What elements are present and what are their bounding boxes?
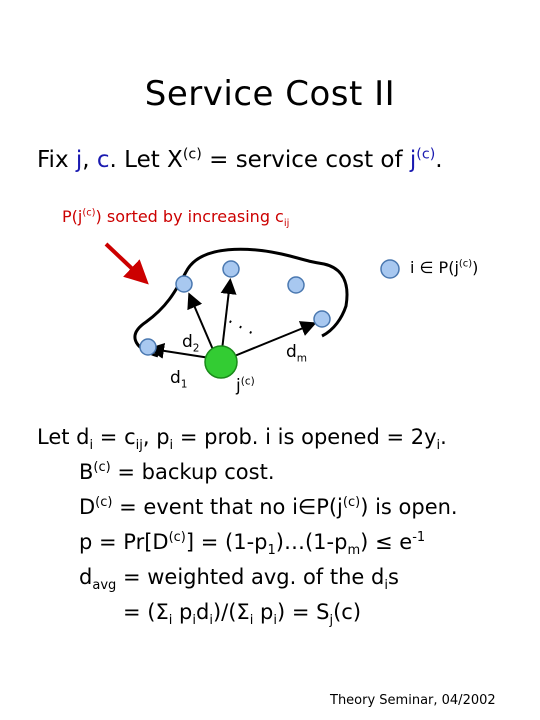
- label-d1: d1: [170, 368, 188, 391]
- t: = prob. i is opened = 2y: [173, 425, 437, 449]
- fix-text: Fix: [37, 147, 76, 173]
- d1-sub: 1: [180, 378, 188, 391]
- body-line-1: Let di = cij, pi = prob. i is opened = 2…: [37, 420, 458, 455]
- facility-node: [287, 276, 305, 294]
- t: )/(Σ: [212, 600, 250, 624]
- d2-text: d: [182, 332, 193, 352]
- t: (c): [95, 495, 113, 510]
- body-line-3: D(c) = event that no i∈P(j(c)) is open.: [37, 490, 458, 525]
- t: Let d: [37, 425, 90, 449]
- t: ) ≤ e: [360, 530, 413, 554]
- dm-text: d: [286, 342, 297, 362]
- t: i: [89, 438, 94, 454]
- t: ij: [135, 438, 143, 454]
- t: 1: [267, 543, 276, 559]
- comma: ,: [82, 147, 97, 173]
- facility-node: [139, 338, 157, 356]
- t: p: [253, 600, 274, 624]
- let-x: . Let X: [109, 147, 183, 173]
- t: ) = S: [276, 600, 330, 624]
- t: i: [192, 613, 196, 629]
- sorted-annotation: P(j(c)) sorted by increasing cij: [62, 207, 290, 230]
- set-boundary: [133, 247, 349, 358]
- client-node: [204, 345, 238, 379]
- t: i: [249, 613, 254, 629]
- label-d2: d2: [182, 332, 200, 355]
- d1-text: d: [170, 368, 181, 388]
- t: d: [79, 565, 93, 589]
- body-line-4: p = Pr[D(c)] = (1-p1)…(1-pm) ≤ e-1: [37, 525, 458, 560]
- t: = event that no i∈P(j: [112, 495, 343, 519]
- t: )…(1-p: [275, 530, 348, 554]
- sorted-pre: P(j: [62, 207, 83, 226]
- fix-line: Fix j, c. Let X(c) = service cost of j(c…: [37, 143, 443, 177]
- footer: Theory Seminar, 04/2002: [330, 693, 496, 708]
- legend-label: i ∈ P(j(c)): [410, 258, 478, 277]
- sup-c: (c): [182, 146, 202, 163]
- t: m: [347, 543, 361, 559]
- arrow-mid: [220, 278, 237, 351]
- label-jc: j(c): [236, 376, 255, 396]
- t: p = Pr[D: [79, 530, 169, 554]
- t: ] = (1-p: [185, 530, 268, 554]
- period: .: [435, 147, 443, 173]
- t: j: [329, 613, 334, 629]
- t: (c): [342, 495, 361, 510]
- legend-sup: (c): [458, 258, 473, 270]
- t: = c: [93, 425, 136, 449]
- t: (c): [93, 460, 111, 475]
- var-c: c: [96, 147, 110, 173]
- t: B: [79, 460, 94, 484]
- t: avg: [92, 578, 117, 594]
- t: = weighted avg. of the d: [116, 565, 385, 589]
- facility-node: [175, 275, 193, 293]
- body-line-6: = (Σi pidi)/(Σi pi) = Sj(c): [37, 595, 458, 630]
- t: (c): [333, 600, 362, 624]
- facility-node: [313, 310, 331, 328]
- jc-text: j: [236, 376, 241, 396]
- arrow-dm: [231, 321, 317, 358]
- t: i: [436, 438, 441, 454]
- legend-node: [380, 259, 400, 279]
- t: i: [209, 613, 213, 629]
- t: = backup cost.: [110, 460, 275, 484]
- t: i: [169, 438, 174, 454]
- sup-c2: (c): [416, 146, 436, 163]
- t: .: [440, 425, 447, 449]
- t: i: [384, 578, 388, 594]
- var-j: j: [75, 147, 83, 173]
- slide-title: Service Cost II: [144, 74, 396, 114]
- t: D: [79, 495, 96, 519]
- t: p: [172, 600, 193, 624]
- body-line-2: B(c) = backup cost.: [37, 455, 458, 490]
- var-j2: j: [409, 147, 417, 173]
- arrow-d1: [148, 342, 211, 359]
- t: = (Σ: [123, 600, 169, 624]
- d2-sub: 2: [192, 342, 200, 355]
- legend-post: ): [472, 258, 479, 277]
- dm-sub: m: [296, 352, 308, 365]
- sorted-post: ) sorted by increasing c: [95, 207, 284, 226]
- t: s: [387, 565, 399, 589]
- t: i: [273, 613, 277, 629]
- service-cost-text: = service cost of: [201, 147, 410, 173]
- arrow-d2: [187, 292, 215, 353]
- legend-pre: i ∈ P(j: [410, 258, 459, 277]
- t: (c): [168, 530, 186, 545]
- label-dm: dm: [286, 342, 308, 365]
- jc-sup: (c): [240, 375, 255, 388]
- body-text: Let di = cij, pi = prob. i is opened = 2…: [37, 420, 458, 630]
- t: i: [168, 613, 173, 629]
- t: , p: [142, 425, 170, 449]
- t: ) is open.: [360, 495, 458, 519]
- body-line-5: davg = weighted avg. of the dis: [37, 560, 458, 595]
- facility-node: [222, 260, 240, 278]
- t: -1: [412, 530, 426, 545]
- red-arrow: [104, 242, 149, 285]
- t: d: [196, 600, 210, 624]
- sorted-sub: ij: [283, 218, 290, 230]
- sorted-sup: (c): [82, 207, 96, 219]
